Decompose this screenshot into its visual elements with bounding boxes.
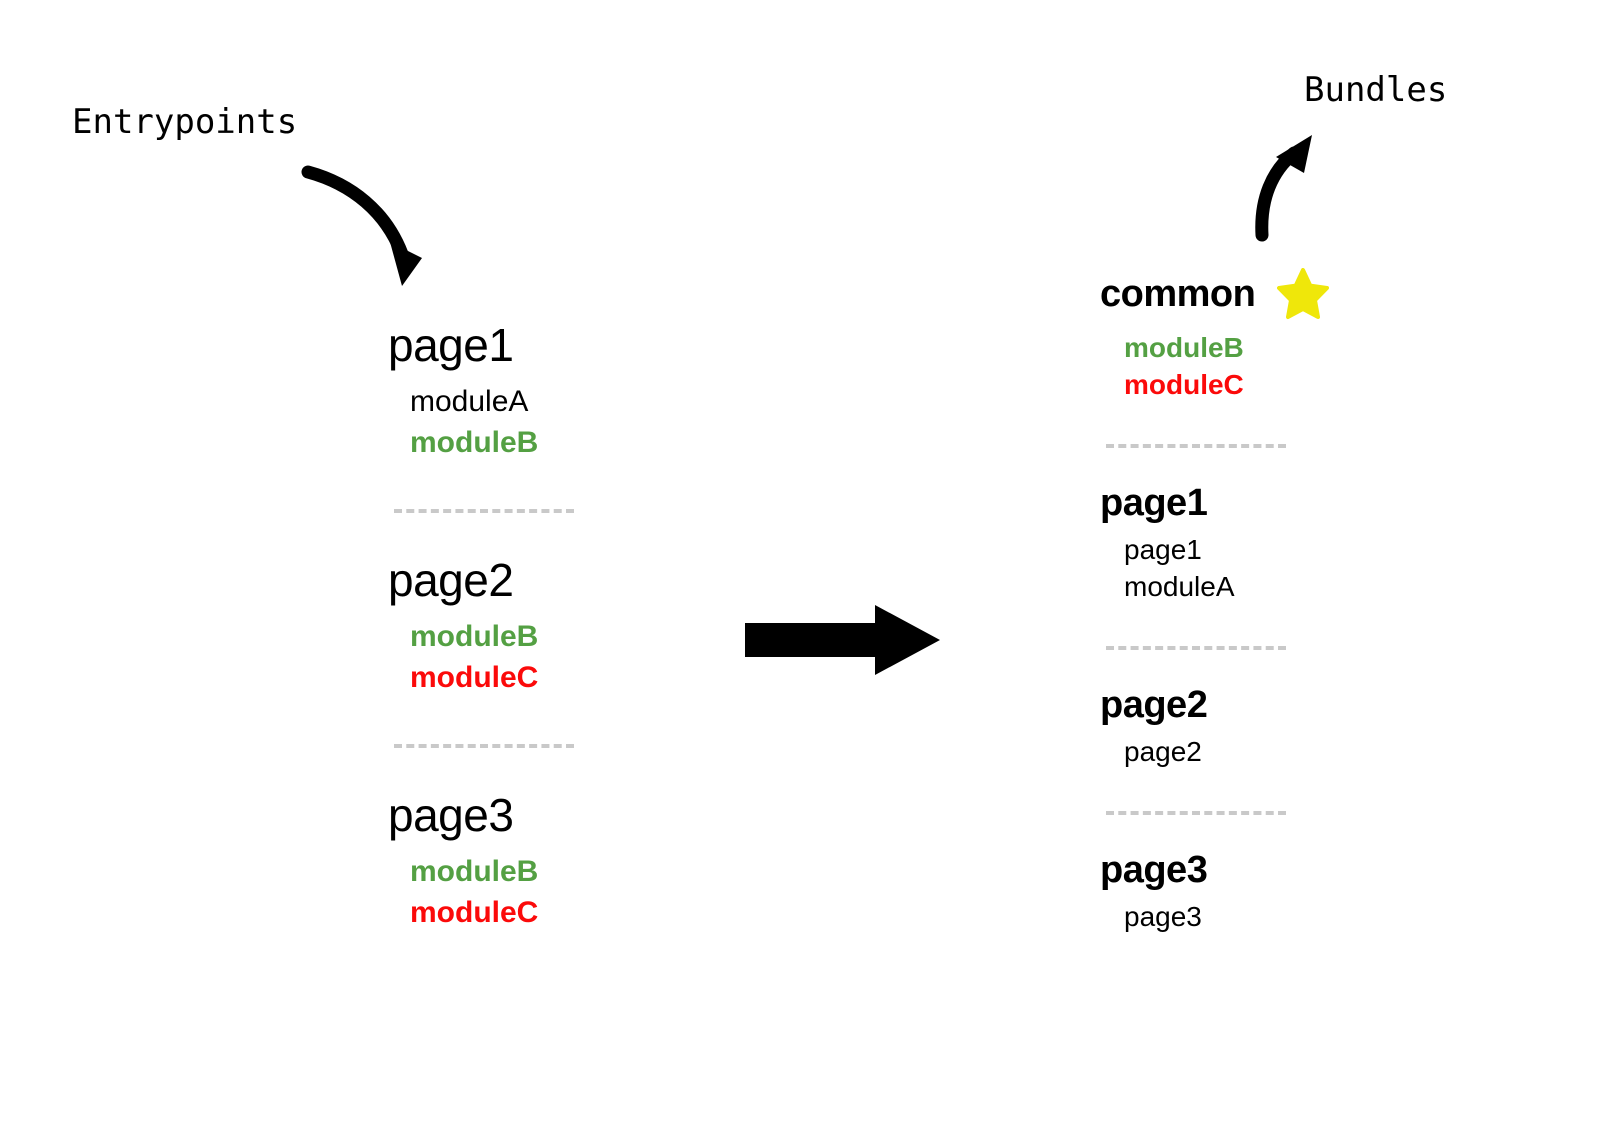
group-page3: page3 page3 [1100, 851, 1380, 936]
block-arrow-right-icon [745, 605, 940, 680]
group-items: moduleB moduleC [1100, 330, 1380, 404]
bundles-caption: Bundles [1304, 70, 1448, 110]
group-page2: page2 page2 [1100, 686, 1380, 771]
module-item: page3 [1124, 900, 1202, 932]
group-title-row: page3 [388, 792, 648, 838]
module-item: moduleA [410, 385, 529, 418]
group-items: moduleB moduleC [388, 852, 648, 933]
group-title-row: common [1100, 268, 1380, 320]
group-title: page3 [388, 789, 514, 841]
group-title: page2 [1100, 683, 1208, 726]
group-title-row: page3 [1100, 851, 1380, 889]
group-items: page2 [1100, 734, 1380, 771]
group-title-row: page1 [1100, 484, 1380, 522]
group-items: moduleB moduleC [388, 617, 648, 698]
group-title-row: page2 [1100, 686, 1380, 724]
module-item: moduleA [1124, 570, 1235, 602]
group-divider [394, 744, 574, 748]
curved-arrow-down-right-icon [290, 150, 430, 305]
module-item: moduleB [1124, 332, 1244, 363]
group-divider [1106, 810, 1286, 815]
module-item: moduleB [410, 855, 539, 888]
group-divider [1106, 645, 1286, 650]
star-icon [1277, 268, 1330, 320]
group-title: page1 [1100, 481, 1208, 524]
group-items: moduleA moduleB [388, 382, 648, 463]
module-item: page1 [1124, 533, 1202, 565]
group-title: page3 [1100, 848, 1208, 891]
group-divider [394, 509, 574, 513]
module-item: moduleC [410, 895, 539, 929]
group-page3: page3 moduleB moduleC [388, 792, 648, 933]
group-title: page2 [388, 554, 514, 606]
group-divider [1106, 443, 1286, 448]
group-page1: page1 page1 moduleA [1100, 484, 1380, 606]
group-items: page3 [1100, 899, 1380, 936]
group-title-row: page2 [388, 557, 648, 603]
module-item: moduleB [410, 425, 539, 459]
group-common: common moduleB moduleC [1100, 268, 1380, 404]
entrypoints-caption: Entrypoints [72, 102, 298, 142]
module-item: moduleB [410, 620, 539, 653]
group-items: page1 moduleA [1100, 532, 1380, 606]
module-item: moduleC [1124, 368, 1244, 400]
group-title: common [1100, 273, 1256, 315]
group-page1: page1 moduleA moduleB [388, 322, 648, 463]
group-title: page1 [388, 319, 514, 371]
module-item: moduleC [410, 660, 539, 694]
group-title-row: page1 [388, 322, 648, 368]
module-item: page2 [1124, 735, 1202, 767]
group-page2: page2 moduleB moduleC [388, 557, 648, 698]
curved-arrow-up-right-icon [1220, 125, 1340, 260]
